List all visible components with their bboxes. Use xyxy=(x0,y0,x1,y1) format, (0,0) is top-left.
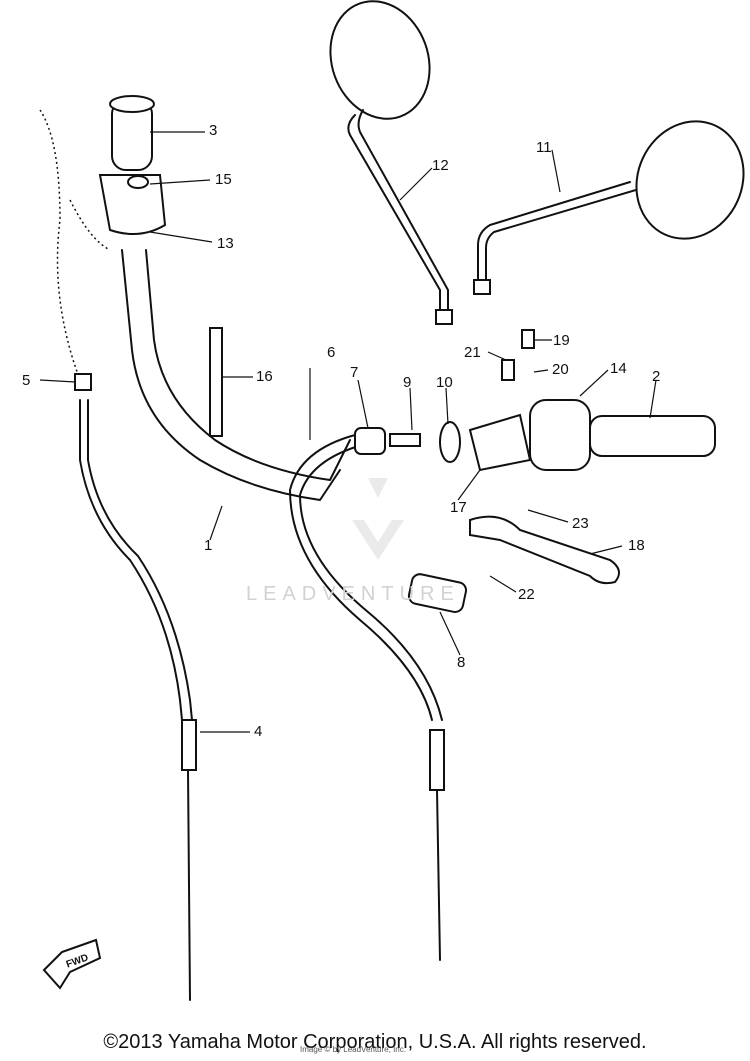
callout-4: 4 xyxy=(254,723,263,740)
callout-18: 18 xyxy=(628,537,645,554)
callout-10: 10 xyxy=(436,374,453,391)
callout-21: 21 xyxy=(464,344,481,361)
clutch-switch xyxy=(407,573,468,614)
watermark-text: LEADVENTURE xyxy=(246,583,460,605)
callout-13: 13 xyxy=(217,235,234,252)
callout-19: 19 xyxy=(553,332,570,349)
right-mirror xyxy=(473,120,745,295)
callout-5: 5 xyxy=(22,372,31,389)
forward-arrow xyxy=(42,938,102,990)
callout-2: 2 xyxy=(652,368,661,385)
left-mirror xyxy=(329,0,453,325)
callout-22: 22 xyxy=(518,586,535,603)
callout-20: 20 xyxy=(552,361,569,378)
callout-23: 23 xyxy=(572,515,589,532)
callout-1: 1 xyxy=(204,537,213,554)
image-credit: Image © by LeadVenture, Inc. xyxy=(300,1045,406,1054)
callout-17: 17 xyxy=(450,499,467,516)
callout-8: 8 xyxy=(457,654,466,671)
clutch-cable xyxy=(289,434,445,961)
throttle-cable xyxy=(79,399,197,1001)
callout-14: 14 xyxy=(610,360,627,377)
callout-11: 11 xyxy=(536,139,552,156)
callout-16: 16 xyxy=(256,368,273,385)
watermark-logo xyxy=(352,478,404,560)
callout-9: 9 xyxy=(403,374,412,391)
cable-nut xyxy=(74,373,92,391)
band xyxy=(209,327,223,437)
callout-15: 15 xyxy=(215,171,232,188)
callout-7: 7 xyxy=(350,364,359,381)
right-grip-assembly xyxy=(468,329,716,585)
handlebar xyxy=(121,249,351,501)
copyright-footer: ©2013 Yamaha Motor Corporation, U.S.A. A… xyxy=(103,1031,647,1053)
left-grip-assembly xyxy=(39,95,167,381)
callout-3: 3 xyxy=(209,122,218,139)
clutch-cable-adjuster xyxy=(354,421,461,463)
leader-lines xyxy=(39,131,657,733)
callout-12: 12 xyxy=(432,157,449,174)
callout-6: 6 xyxy=(327,344,336,361)
